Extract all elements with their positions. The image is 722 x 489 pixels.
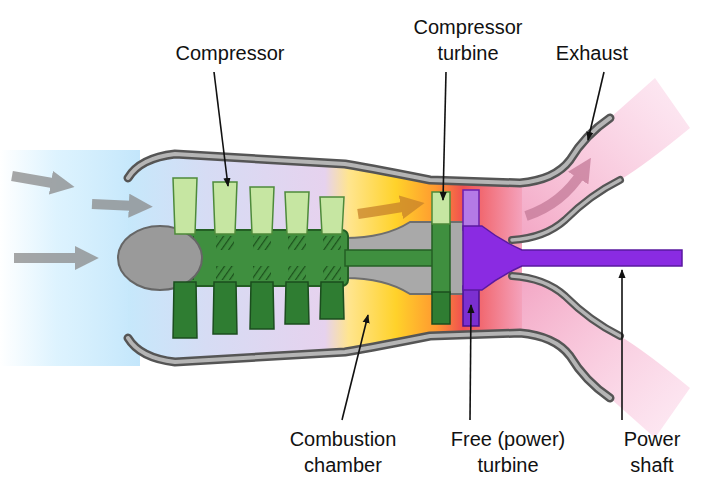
compressor-blades-part	[320, 197, 344, 234]
engine-casing-part	[128, 333, 610, 398]
compressor-blades-part	[320, 282, 344, 319]
engine-casing-part	[128, 333, 610, 398]
leader-lines	[214, 72, 622, 420]
compressor-turbine-part	[432, 292, 450, 324]
compressor-turbine	[432, 192, 450, 324]
power-turbine-part	[463, 190, 479, 230]
blade-root-hatch-part	[216, 266, 234, 280]
compressor-shaft	[345, 250, 445, 266]
engine-casing	[128, 118, 620, 398]
exhaust-plume	[512, 78, 690, 240]
part-label: Exhaust	[532, 40, 652, 66]
engine-casing-part	[512, 276, 620, 336]
blade-root-hatch-part	[323, 236, 341, 250]
compressor-blades-part	[173, 178, 197, 234]
part-label: Power shaft	[616, 426, 688, 478]
compressor-blades-part	[285, 282, 309, 324]
nose-cone	[118, 226, 202, 290]
blade-root-hatch-part	[288, 236, 306, 250]
engine-casing-part	[512, 276, 620, 336]
leader-lines-part	[621, 270, 623, 420]
compressor-blades-part	[285, 192, 309, 234]
compressor-drum	[180, 230, 348, 286]
compressor-blades-part	[250, 282, 274, 329]
leader-lines-part	[342, 315, 368, 420]
flow-arrows-part	[14, 253, 82, 263]
compressor-blades-part	[213, 182, 237, 234]
part-label: Compressor turbine	[403, 14, 533, 66]
blade-root-hatch-part	[288, 266, 306, 280]
leader-lines-part	[470, 305, 471, 420]
flow-arrows	[12, 172, 582, 258]
blade-root-hatch-part	[253, 266, 271, 280]
flow-arrows-part	[526, 172, 582, 216]
compressor-blades	[173, 178, 344, 338]
part-label: Compressor	[150, 40, 310, 66]
blade-root-hatch-part	[216, 236, 234, 250]
part-label: Combustion chamber	[278, 426, 408, 478]
part-label: Free (power) turbine	[443, 426, 573, 478]
compressor-blades-part	[173, 282, 197, 338]
leader-lines-part	[588, 72, 604, 140]
leader-lines-part	[214, 72, 228, 186]
blade-root-hatch-part	[253, 236, 271, 250]
engine-casing-part	[128, 118, 610, 183]
flow-arrows-part	[358, 206, 408, 214]
compressor-turbine-part	[432, 222, 450, 294]
compressor-turbine-part	[432, 192, 450, 224]
compressor-blades-part	[213, 282, 237, 334]
inner-casing	[345, 222, 468, 294]
power-turbine-part	[463, 226, 682, 290]
exhaust-plume	[512, 276, 690, 438]
leader-lines-part	[443, 72, 446, 200]
engine-casing-part	[128, 118, 610, 183]
compressor-blades-part	[250, 187, 274, 234]
blade-root-hatch-part	[323, 266, 341, 280]
flow-arrows-part	[92, 204, 136, 206]
flow-arrows-part	[12, 176, 58, 184]
